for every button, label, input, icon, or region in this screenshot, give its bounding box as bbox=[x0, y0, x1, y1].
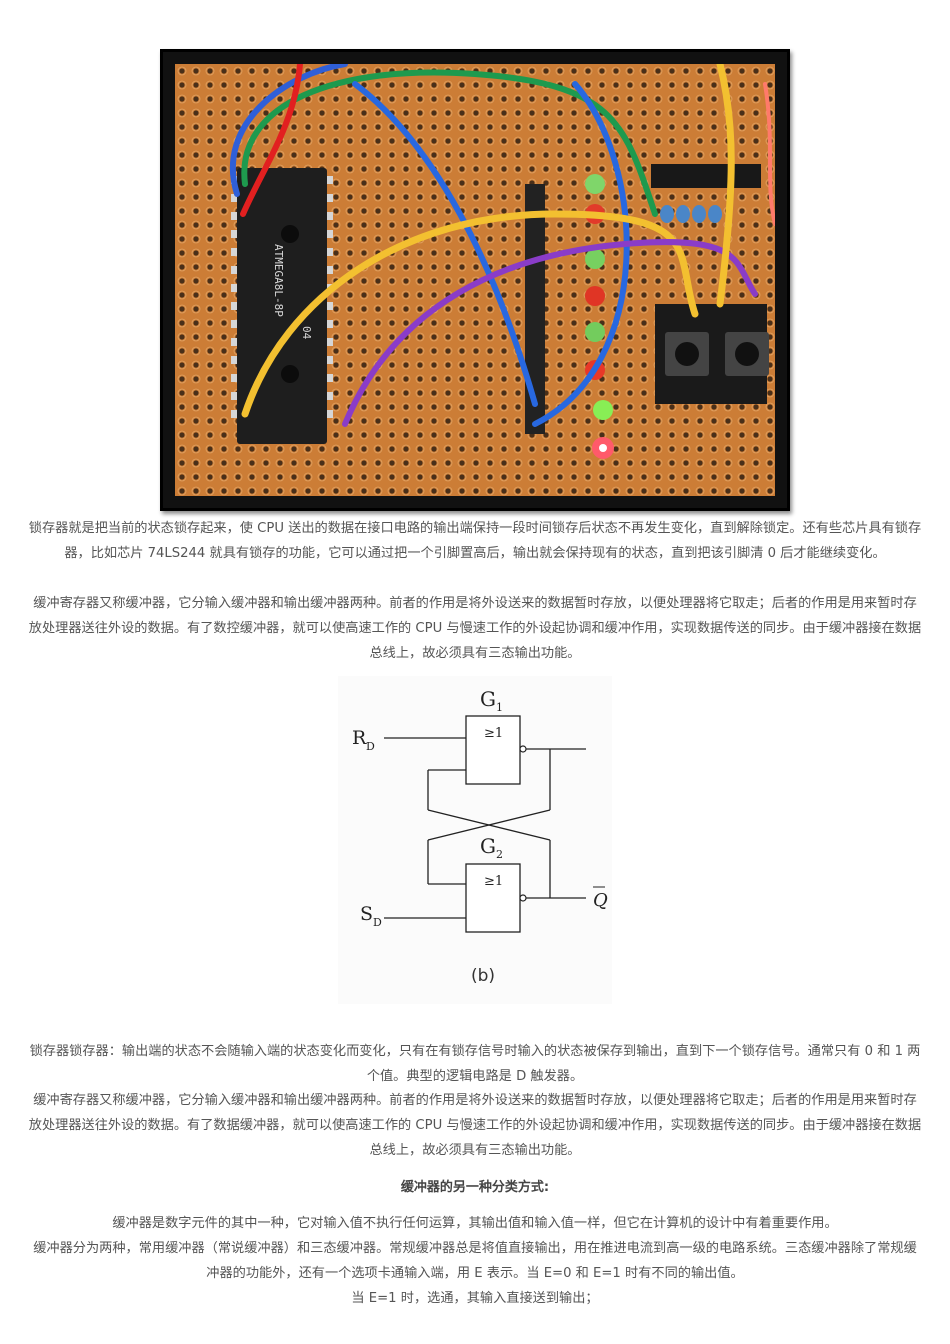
chip-label-code: 04 bbox=[300, 326, 313, 340]
gate2-label: G bbox=[480, 834, 496, 858]
circuit-board-photo: ATMEGA8L-8P 04 bbox=[160, 49, 790, 511]
q-bar-output-label: Q bbox=[593, 890, 608, 911]
gate1-subscript: 1 bbox=[496, 701, 503, 714]
paragraph-buffer-types: 缓冲器分为两种，常用缓冲器（常说缓冲器）和三态缓冲器。常规缓冲器总是将值直接输出… bbox=[33, 1241, 917, 1281]
paragraph-latch-definition: 锁存器锁存器：输出端的状态不会随输入端的状态变化而变化，只有在有锁存信号时输入的… bbox=[29, 1044, 921, 1084]
gate1-symbol: ≥1 bbox=[484, 726, 503, 741]
set-input-subscript: D bbox=[373, 916, 382, 929]
paragraph-enable-high: 当 E=1 时，选通，其输入直接送到输出； bbox=[351, 1291, 599, 1306]
paragraph-latch-intro: 锁存器就是把当前的状态锁存起来，使 CPU 送出的数据在接口电路的输出端保持一段… bbox=[28, 521, 922, 561]
nor-gate-g1 bbox=[465, 715, 521, 785]
gate1-label: G bbox=[480, 687, 496, 711]
set-input-label: S bbox=[360, 903, 373, 925]
gate2-subscript: 2 bbox=[496, 848, 503, 861]
diagram-caption: (b) bbox=[471, 966, 495, 986]
paragraph-buffer-definition: 缓冲器是数字元件的其中一种，它对输入值不执行任何运算，其输出值和输入值一样，但它… bbox=[112, 1216, 838, 1231]
nor-gate-g2 bbox=[465, 863, 521, 933]
reset-input-label: R bbox=[352, 727, 367, 749]
chip-label: ATMEGA8L-8P bbox=[272, 244, 285, 317]
rs-latch-diagram: G 1 G 2 ≥1 ≥1 R D S D Q (b) bbox=[338, 676, 612, 1004]
paragraph-buffer-register: 缓冲寄存器又称缓冲器，它分输入缓冲器和输出缓冲器两种。前者的作用是将外设送来的数… bbox=[28, 596, 922, 661]
reset-input-subscript: D bbox=[366, 740, 375, 753]
paragraph-buffer-register-2: 缓冲寄存器又称缓冲器，它分输入缓冲器和输出缓冲器两种。前者的作用是将外设送来的数… bbox=[28, 1093, 922, 1158]
perfboard-image: ATMEGA8L-8P 04 bbox=[175, 64, 775, 496]
section-heading: 缓冲器的另一种分类方式: bbox=[400, 1180, 550, 1195]
gate2-symbol: ≥1 bbox=[484, 874, 503, 889]
